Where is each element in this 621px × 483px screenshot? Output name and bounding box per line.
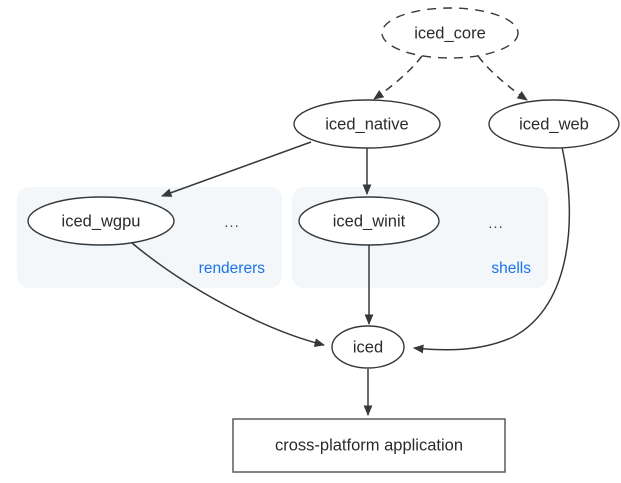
cluster-label-renderers: renderers — [199, 260, 266, 277]
renderers-ellipsis: ... — [224, 214, 240, 231]
iced-winit-ellipse — [298, 196, 440, 246]
iced-core-label: iced_core — [414, 24, 486, 42]
node-iced-web[interactable]: iced_web — [488, 99, 620, 149]
application-label: cross-platform application — [275, 436, 463, 454]
iced-web-ellipse — [488, 99, 620, 149]
iced-winit-label: iced_winit — [333, 212, 406, 230]
node-iced-wgpu[interactable]: iced_wgpu — [27, 196, 175, 246]
iced-ellipse — [331, 325, 405, 369]
edge-iced-core-to-iced-native — [373, 55, 423, 100]
cluster-label-shells: shells — [491, 260, 531, 277]
iced-web-label: iced_web — [519, 115, 589, 133]
edge-iced-wgpu-to-iced — [131, 242, 326, 347]
iced-core-ellipse — [381, 7, 519, 59]
iced-native-ellipse — [293, 99, 441, 149]
node-iced-winit[interactable]: iced_winit — [298, 196, 440, 246]
edge-iced-core-to-iced-web — [477, 55, 528, 101]
node-iced[interactable]: iced — [331, 325, 405, 369]
node-iced-core[interactable]: iced_core — [381, 7, 519, 59]
edge-iced-native-to-iced-wgpu — [161, 141, 312, 197]
node-cross-platform-application[interactable]: cross-platform application — [232, 418, 506, 473]
iced-wgpu-ellipse — [27, 196, 175, 246]
node-iced-native[interactable]: iced_native — [293, 99, 441, 149]
application-box — [232, 418, 506, 473]
shells-ellipsis: ... — [488, 215, 504, 232]
edge-iced-web-to-iced — [412, 146, 571, 354]
iced-wgpu-label: iced_wgpu — [62, 212, 141, 230]
iced-native-label: iced_native — [325, 115, 408, 133]
iced-label: iced — [353, 338, 383, 356]
